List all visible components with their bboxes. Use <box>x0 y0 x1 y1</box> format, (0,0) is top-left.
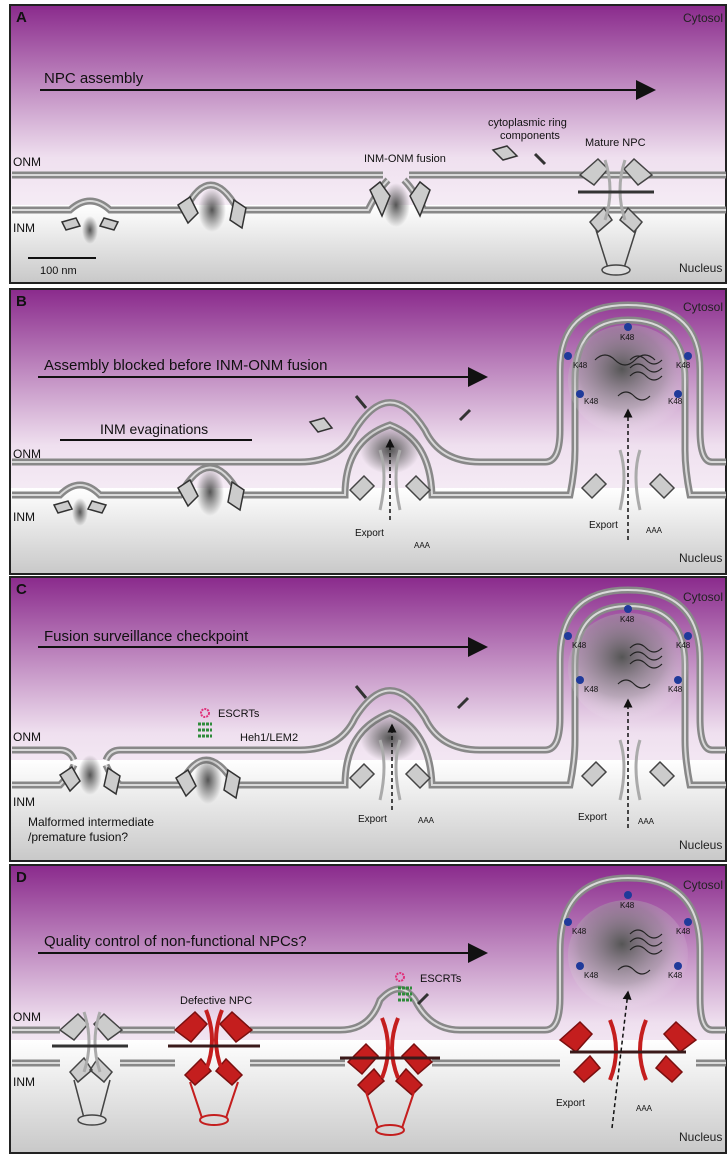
heh-label: Heh1/LEM2 <box>240 732 298 744</box>
onm-label: ONM <box>13 1010 41 1024</box>
k48-label: K48 <box>620 901 635 910</box>
export-label: Export <box>358 814 387 825</box>
aaa-label: AAA <box>418 816 435 825</box>
panel-letter: C <box>16 581 27 598</box>
k48-label: K48 <box>620 615 635 624</box>
panel-c: C Cytosol Nucleus Fusion surveillance ch… <box>10 577 726 861</box>
aaa-label: AAA <box>414 541 431 550</box>
k48-label: K48 <box>668 971 683 980</box>
panel-letter: D <box>16 869 27 886</box>
export-label: Export <box>556 1098 585 1109</box>
mature-npc-label: Mature NPC <box>585 137 646 149</box>
k48-label: K48 <box>676 361 691 370</box>
k48-label: K48 <box>668 397 683 406</box>
k48-label: K48 <box>676 927 691 936</box>
panel-title: NPC assembly <box>44 70 144 87</box>
k48-label: K48 <box>584 397 599 406</box>
inm-label: INM <box>13 795 35 809</box>
escrts-label: ESCRTs <box>218 708 260 720</box>
export-label: Export <box>589 520 618 531</box>
k48-label: K48 <box>573 361 588 370</box>
panel-b: B Cytosol Nucleus Assembly blocked befor… <box>10 289 726 574</box>
k48-label: K48 <box>572 641 587 650</box>
defective-npc-label: Defective NPC <box>180 995 252 1007</box>
inm-label: INM <box>13 510 35 524</box>
k48-label: K48 <box>584 685 599 694</box>
nucleus-label: Nucleus <box>679 1130 722 1144</box>
aaa-label: AAA <box>646 526 663 535</box>
cyto-ring-label: cytoplasmic ring <box>488 117 567 129</box>
cytosol-label: Cytosol <box>683 878 723 892</box>
k48-label: K48 <box>676 641 691 650</box>
export-label: Export <box>578 812 607 823</box>
inm-label: INM <box>13 1075 35 1089</box>
aaa-label: AAA <box>636 1104 653 1113</box>
scale-label: 100 nm <box>40 265 77 277</box>
nucleus-label: Nucleus <box>679 551 722 565</box>
panel-letter: A <box>16 9 27 26</box>
k48-label: K48 <box>584 971 599 980</box>
nucleus-label: Nucleus <box>679 838 722 852</box>
onm-label: ONM <box>13 155 41 169</box>
panel-d: D Cytosol Nucleus Quality control of non… <box>10 865 726 1153</box>
panel-title: Quality control of non-functional NPCs? <box>44 933 307 950</box>
evaginations-label: INM evaginations <box>100 421 208 437</box>
export-label: Export <box>355 528 384 539</box>
onm-label: ONM <box>13 730 41 744</box>
k48-label: K48 <box>572 927 587 936</box>
cyto-ring-label-2: components <box>500 130 560 142</box>
aaa-label: AAA <box>638 817 655 826</box>
panel-a: A Cytosol Nucleus NPC assembly ONM INM I… <box>10 5 726 283</box>
k48-label: K48 <box>668 685 683 694</box>
cytosol-label: Cytosol <box>683 300 723 314</box>
inm-label: INM <box>13 221 35 235</box>
panel-title: Assembly blocked before INM-ONM fusion <box>44 357 327 374</box>
panel-letter: B <box>16 293 27 310</box>
escrts-label: ESCRTs <box>420 973 462 985</box>
cytosol-label: Cytosol <box>683 590 723 604</box>
panel-title: Fusion surveillance checkpoint <box>44 628 249 645</box>
cytosol-label: Cytosol <box>683 11 723 25</box>
k48-label: K48 <box>620 333 635 342</box>
malformed-label-2: /premature fusion? <box>28 830 128 844</box>
fusion-label: INM-ONM fusion <box>364 153 446 165</box>
nucleus-label: Nucleus <box>679 261 722 275</box>
malformed-label: Malformed intermediate <box>28 815 154 829</box>
